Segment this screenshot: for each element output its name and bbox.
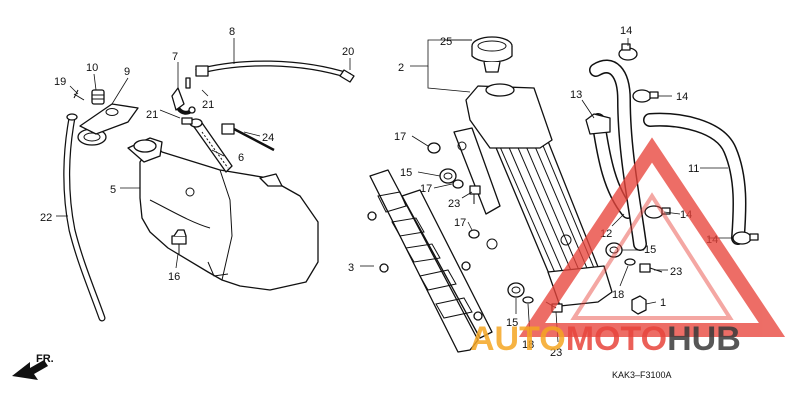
callout-15a: 15 bbox=[400, 167, 412, 179]
bolt-16 bbox=[171, 229, 187, 254]
callout-20: 20 bbox=[342, 46, 354, 58]
hose-clamp-14b bbox=[632, 89, 659, 103]
washer-18a bbox=[624, 258, 636, 266]
callout-18a: 18 bbox=[612, 289, 624, 301]
callout-13: 13 bbox=[570, 89, 582, 101]
radiator-hose-12 bbox=[589, 59, 647, 251]
grommet-17a bbox=[427, 142, 441, 154]
callout-16: 16 bbox=[168, 271, 180, 283]
callout-23c: 23 bbox=[550, 347, 562, 359]
callout-6: 6 bbox=[238, 152, 244, 164]
callout-14a: 14 bbox=[620, 25, 632, 37]
callout-17a: 17 bbox=[394, 131, 406, 143]
callout-3: 3 bbox=[348, 262, 354, 274]
radiator-cap-25 bbox=[471, 36, 513, 73]
radiator-2 bbox=[453, 83, 613, 307]
watermark-triangle-icon bbox=[518, 137, 786, 337]
callout-24: 24 bbox=[262, 132, 274, 144]
callout-11: 11 bbox=[688, 163, 699, 175]
grommet-15c bbox=[507, 282, 525, 298]
hose-clamp-14d bbox=[732, 231, 759, 245]
clip-20 bbox=[339, 69, 355, 83]
watermark-part-moto: MOTO bbox=[566, 320, 667, 358]
direction-label: FR. bbox=[36, 353, 54, 365]
grommet-17c bbox=[468, 229, 480, 239]
callout-22: 22 bbox=[40, 212, 52, 224]
callout-25: 25 bbox=[440, 36, 452, 48]
callout-17b: 17 bbox=[420, 183, 432, 195]
hose-clamp-14c bbox=[644, 205, 671, 219]
callout-5: 5 bbox=[110, 184, 116, 196]
bolt-24 bbox=[221, 123, 275, 152]
callout-21a: 21 bbox=[146, 109, 158, 121]
callout-23b: 23 bbox=[670, 266, 682, 278]
callout-10: 10 bbox=[86, 62, 98, 74]
watermark-part-auto: AUTO bbox=[470, 320, 566, 358]
callout-8: 8 bbox=[229, 26, 235, 38]
grommet-15a bbox=[439, 168, 457, 184]
callout-7: 7 bbox=[172, 51, 178, 63]
watermark-text: AUTOMOTOHUB bbox=[470, 320, 741, 358]
clip-1 bbox=[631, 295, 647, 315]
clip-19 bbox=[73, 89, 85, 101]
automotohub-watermark bbox=[518, 137, 786, 337]
callout-18b: 18 bbox=[522, 339, 534, 351]
reservoir-tank-5 bbox=[127, 137, 319, 291]
watermark-part-hub: HUB bbox=[667, 320, 741, 358]
callout-9: 9 bbox=[124, 66, 130, 78]
callout-23a: 23 bbox=[448, 198, 460, 210]
hose-clamp-14a bbox=[618, 43, 638, 61]
diagram-code: KAK3–F3100A bbox=[612, 370, 672, 380]
callout-21b: 21 bbox=[202, 99, 214, 111]
hose-joint-7 bbox=[171, 77, 196, 125]
washer-18b bbox=[522, 296, 534, 304]
callout-19: 19 bbox=[54, 76, 66, 88]
grommet-17b bbox=[452, 179, 464, 189]
callout-2: 2 bbox=[398, 62, 404, 74]
reservoir-cap-9 bbox=[77, 103, 139, 146]
callout-17c: 17 bbox=[454, 217, 466, 229]
callout-14b: 14 bbox=[676, 91, 688, 103]
bolt-23a bbox=[469, 185, 481, 204]
front-direction-arrow-icon bbox=[12, 360, 48, 380]
callout-1: 1 bbox=[660, 297, 666, 309]
breather-tube-6 bbox=[189, 118, 233, 173]
callout-15b: 15 bbox=[644, 244, 656, 256]
hose-fitting-10 bbox=[91, 89, 105, 105]
callout-15c: 15 bbox=[506, 317, 518, 329]
bolt-23b bbox=[639, 263, 663, 273]
radiator-hose-11 bbox=[643, 112, 747, 245]
radiator-shroud-3 bbox=[367, 169, 493, 353]
